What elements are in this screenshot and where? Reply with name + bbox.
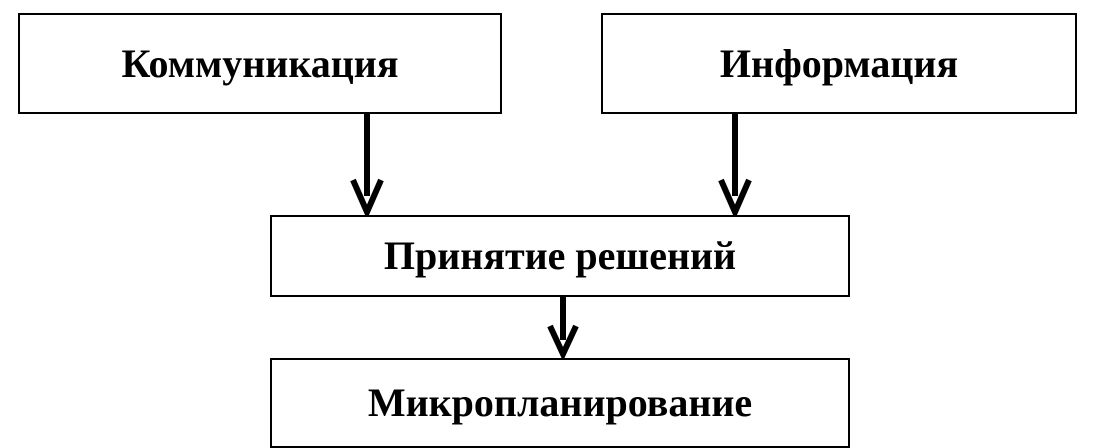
flow-diagram: Коммуникация Информация Принятие решений…	[18, 13, 1077, 448]
arrow-communication-to-decision	[350, 114, 384, 220]
node-decision-making-label: Принятие решений	[383, 233, 737, 278]
node-information-label: Информация	[719, 40, 959, 86]
arrow-layer	[350, 114, 752, 362]
node-decision-making: Принятие решений	[270, 215, 850, 297]
node-communication-label: Коммуникация	[121, 40, 399, 86]
node-microplanning: Микропланирование	[270, 358, 850, 448]
node-microplanning-label: Микропланирование	[367, 380, 753, 425]
node-information: Информация	[601, 13, 1077, 114]
arrow-information-to-decision	[718, 114, 752, 220]
arrow-decision-to-microplanning	[547, 297, 579, 362]
node-communication: Коммуникация	[18, 13, 502, 114]
